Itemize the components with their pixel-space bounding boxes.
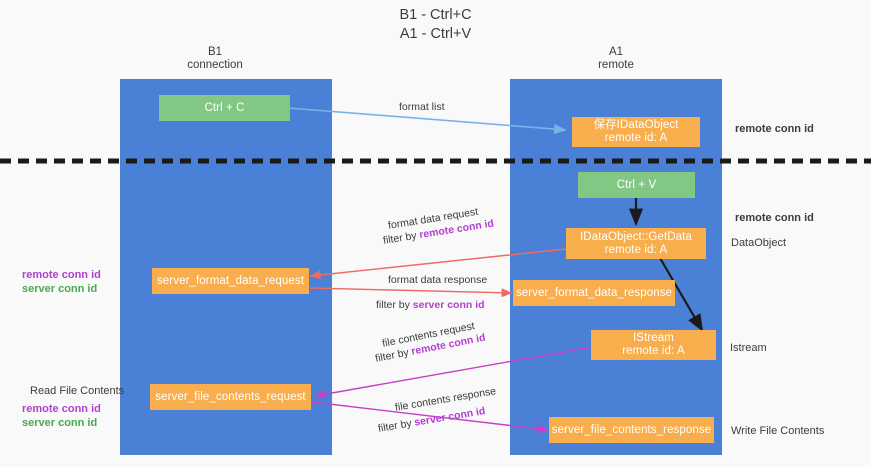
column-header-a1: A1 remote — [556, 46, 676, 72]
annotation-left-mid: remote conn id server conn id — [22, 268, 101, 296]
edge-label-format-list: format list — [399, 101, 445, 113]
diagram-title: B1 - Ctrl+C A1 - Ctrl+V — [0, 6, 871, 44]
column-header-b1-name: B1 — [207, 46, 223, 58]
node-server-format-data-response-label: server_format_data_response — [515, 286, 673, 299]
node-istream-line1: IStream — [633, 332, 674, 344]
annotation-right-top-remote-conn-id: remote conn id — [735, 123, 814, 135]
wire-format-data-response — [309, 287, 513, 298]
annotation-left-mid-remote: remote conn id — [22, 269, 101, 281]
node-getdata-line1: IDataObject::GetData — [580, 230, 692, 243]
title-line-2: A1 - Ctrl+V — [399, 26, 472, 42]
node-server-file-contents-response-label: server_file_contents_response — [551, 423, 712, 436]
annotation-read-file-contents: Read File Contents — [30, 385, 125, 397]
filter-prefix: filter by — [376, 299, 413, 311]
node-save-idataobject-line1: 保存IDataObject — [593, 119, 679, 131]
edge-label-format-data-response-filter: filter by server conn id — [376, 298, 485, 312]
filter-prefix: filter by — [374, 345, 413, 365]
column-header-b1: B1 connection — [155, 46, 275, 72]
annotation-right-dataobject: DataObject — [731, 237, 787, 249]
node-getdata-line2: remote id: A — [604, 243, 668, 256]
filter-prefix: filter by — [377, 416, 416, 435]
node-idataobject-getdata[interactable]: IDataObject::GetData remote id: A — [566, 228, 706, 259]
node-save-idataobject[interactable]: 保存IDataObject remote id: A — [572, 117, 700, 147]
node-server-file-contents-request-label: server_file_contents_request — [155, 390, 306, 403]
node-ctrl-v-label: Ctrl + V — [616, 178, 657, 191]
node-server-format-data-request[interactable]: server_format_data_request — [152, 268, 309, 294]
column-header-a1-role: remote — [598, 59, 634, 71]
node-ctrl-c[interactable]: Ctrl + C — [159, 95, 290, 121]
filter-key-server-conn-id: server conn id — [412, 299, 485, 311]
edge-label-format-data-response: format data response — [388, 274, 488, 286]
annotation-left-bottom-remote: remote conn id — [22, 403, 101, 415]
annotation-left-mid-server: server conn id — [22, 283, 98, 295]
annotation-left-bottom: remote conn id server conn id — [22, 402, 101, 430]
title-line-1: B1 - Ctrl+C — [399, 7, 472, 23]
node-server-file-contents-response[interactable]: server_file_contents_response — [549, 417, 714, 443]
annotation-left-bottom-server: server conn id — [22, 417, 98, 429]
filter-prefix: filter by — [382, 229, 421, 247]
column-header-b1-role: connection — [187, 59, 243, 71]
column-header-a1-name: A1 — [608, 46, 624, 58]
annotation-right-istream: Istream — [730, 342, 767, 354]
node-save-idataobject-line2: remote id: A — [604, 132, 668, 144]
node-server-file-contents-request[interactable]: server_file_contents_request — [150, 384, 311, 410]
annotation-right-getdata-remote-conn-id: remote conn id — [735, 212, 814, 224]
node-istream[interactable]: IStream remote id: A — [591, 330, 716, 360]
annotation-right-write-file-contents: Write File Contents — [731, 425, 825, 437]
node-server-format-data-request-label: server_format_data_request — [156, 274, 305, 287]
node-ctrl-v[interactable]: Ctrl + V — [578, 172, 695, 198]
node-ctrl-c-label: Ctrl + C — [204, 101, 245, 114]
node-server-format-data-response[interactable]: server_format_data_response — [513, 280, 675, 306]
node-istream-line2: remote id: A — [622, 345, 685, 357]
